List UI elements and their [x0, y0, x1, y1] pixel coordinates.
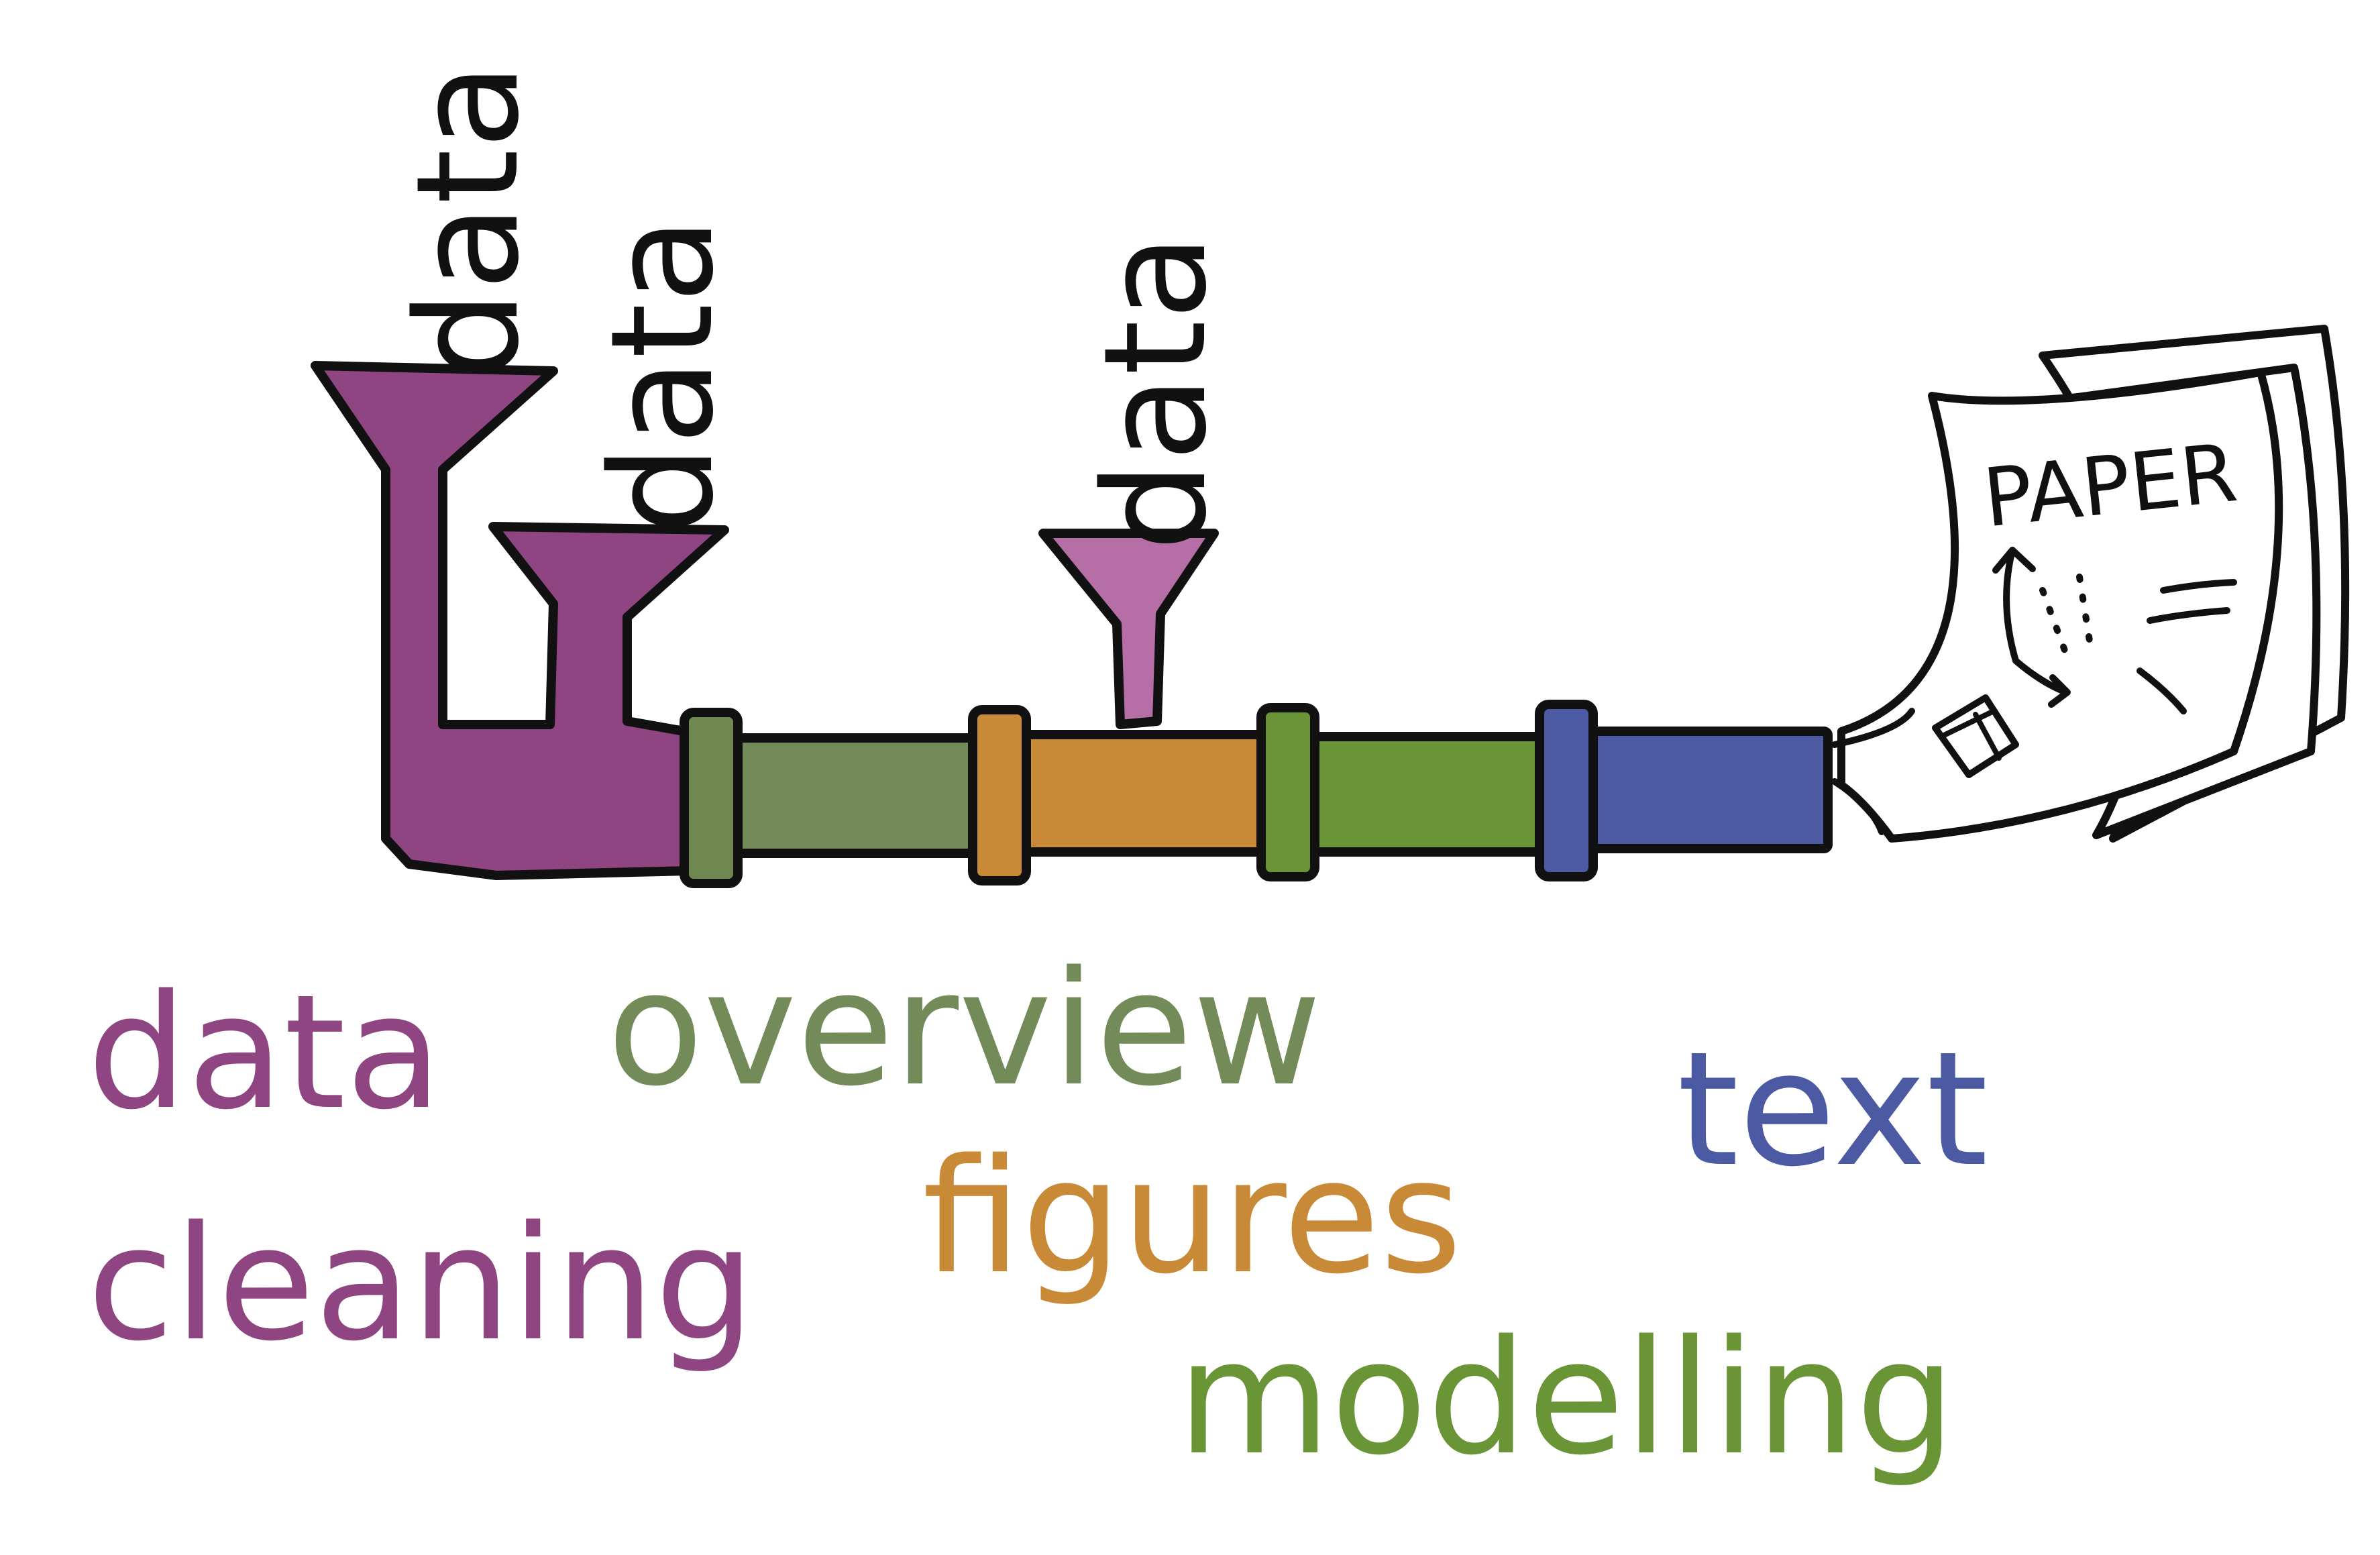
label-data-cleaning-line1: data: [87, 961, 442, 1144]
label-data-cleaning-line2: cleaning: [87, 1193, 755, 1376]
paper-stack-icon: [1831, 325, 2350, 843]
overview-collar: [680, 708, 743, 888]
modelling-collar: [1256, 703, 1319, 881]
data-input-label-2: data: [580, 217, 745, 534]
label-text: text: [1677, 1018, 1988, 1201]
data-cleaning-pipe-section: [311, 361, 729, 880]
label-overview: overview: [607, 938, 1321, 1121]
label-modelling: modelling: [1177, 1307, 1955, 1490]
overview-pipe-section: [730, 733, 1008, 858]
text-collar: [1535, 700, 1598, 881]
data-input-label-3: data: [1073, 233, 1238, 551]
modelling-pipe-section: [1307, 732, 1578, 857]
figures-pipe-section: [1022, 730, 1293, 857]
data-funnel-small: [1038, 529, 1219, 729]
data-input-label-1: data: [386, 62, 550, 380]
text-pipe-section: [1585, 727, 1833, 853]
figures-collar: [968, 705, 1031, 886]
label-figures: figures: [922, 1126, 1462, 1309]
